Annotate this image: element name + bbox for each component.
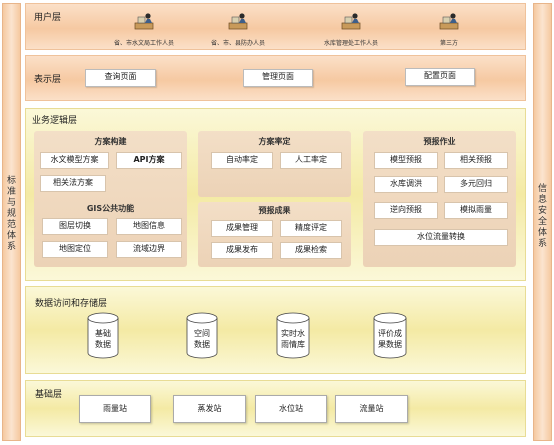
business-layer-title: 业务逻辑层 [32,116,78,126]
database-label-line: 空间 [194,329,210,338]
database-cylinder-icon [276,312,310,359]
rain-station-button[interactable]: 雨量站 [79,395,151,423]
query-page-button[interactable]: 查询页面 [85,69,156,87]
map-locate-button[interactable]: 地图定位 [42,241,108,258]
accuracy-eval-button[interactable]: 精度评定 [280,220,342,237]
base-layer-title: 基础层 [35,390,63,400]
correlation-forecast-button[interactable]: 相关预报 [444,152,508,169]
forecast-result-group: 预报成果 成果管理 精度评定 成果发布 成果检索 [198,202,351,267]
model-forecast-button[interactable]: 模型预报 [374,152,438,169]
database-realtime-rain: 实时水 雨情库 [276,312,310,359]
reservoir-flood-button[interactable]: 水库调洪 [374,176,438,193]
user-reservoir-staff: 水库管理处工作人员 [291,12,411,47]
map-info-button[interactable]: 地图信息 [116,218,182,235]
hydro-model-scheme-button[interactable]: 水文模型方案 [40,152,109,169]
left-sidebar-char: 标 [6,176,16,186]
evaporation-station-button[interactable]: 蒸发站 [173,395,246,423]
data-storage-layer: 数据访问和存储层 基础 数据 空间 数据 实时水 雨情库 [25,286,526,374]
layer-switch-button[interactable]: 图层切换 [42,218,108,235]
manual-rating-button[interactable]: 人工率定 [280,152,342,169]
database-label-line: 数据 [95,340,111,349]
flow-station-button[interactable]: 流量站 [335,395,408,423]
person-at-desk-icon [439,13,459,30]
data-layer-title: 数据访问和存储层 [35,299,108,309]
database-evaluation-results: 评价成 果数据 [373,312,407,359]
left-sidebar-char: 系 [6,242,16,252]
user-layer: 用户层 省、市水文局工作人员 省、市、县防办人员 水库管理处工作人员 [25,3,526,50]
left-sidebar-char: 准 [6,187,16,197]
correlation-scheme-button[interactable]: 相关法方案 [40,175,106,192]
database-spatial-data: 空间 数据 [186,312,218,359]
user-label: 第三方 [439,40,458,47]
config-page-button[interactable]: 配置页面 [405,68,475,86]
right-sidebar-char: 全 [537,217,547,227]
forecast-result-title: 预报成果 [258,206,291,215]
database-label-line: 基础 [95,329,111,338]
database-cylinder-icon [186,312,218,359]
user-layer-title: 用户层 [34,13,62,23]
scheme-rating-group: 方案率定 自动率定 人工率定 [198,131,351,197]
result-search-button[interactable]: 成果检索 [280,242,342,259]
user-label: 省、市水文局工作人员 [113,40,174,47]
user-flood-office: 省、市、县防办人员 [178,12,298,47]
auto-rating-button[interactable]: 自动率定 [211,152,273,169]
result-publish-button[interactable]: 成果发布 [211,242,273,259]
right-sidebar-security: 信 息 安 全 体 系 [533,3,552,441]
left-sidebar-char: 规 [6,209,16,219]
scheme-build-group: 方案构建 水文模型方案 API方案 相关法方案 GIS公共功能 图层切换 地图信… [34,131,187,267]
right-sidebar-char: 信 [537,184,547,194]
multi-regression-button[interactable]: 多元回归 [444,176,508,193]
stage-discharge-button[interactable]: 水位流量转换 [374,229,508,246]
gis-title: GIS公共功能 [86,204,135,213]
water-level-station-button[interactable]: 水位站 [255,395,327,423]
person-at-desk-icon [134,13,154,30]
database-label-line: 实时水 [281,329,305,338]
user-officer-hydrology: 省、市水文局工作人员 [84,12,204,47]
reverse-forecast-button[interactable]: 逆向预报 [374,202,438,219]
scheme-build-title: 方案构建 [94,137,127,146]
right-sidebar-char: 息 [537,195,547,205]
database-label-line: 雨情库 [281,340,305,349]
user-third-party: 第三方 [389,12,509,47]
user-label: 水库管理处工作人员 [323,40,378,47]
right-sidebar-char: 安 [537,206,547,216]
simulated-rain-button[interactable]: 模拟雨量 [444,202,508,219]
database-label-line: 果数据 [378,340,402,349]
left-sidebar-standards: 标 准 与 规 范 体 系 [2,3,21,441]
database-cylinder-icon [373,312,407,359]
api-scheme-button[interactable]: API方案 [116,152,182,169]
right-sidebar-char: 系 [537,239,547,249]
right-sidebar-char: 体 [537,228,547,238]
database-cylinder-icon [87,312,119,359]
left-sidebar-char: 范 [6,220,16,230]
database-label-line: 数据 [194,340,210,349]
manage-page-button[interactable]: 管理页面 [243,69,313,87]
person-at-desk-icon [341,13,361,30]
result-manage-button[interactable]: 成果管理 [211,220,273,237]
left-sidebar-char: 与 [6,198,16,208]
forecast-job-group: 预报作业 模型预报 相关预报 水库调洪 多元回归 逆向预报 模拟雨量 水位流量转… [363,131,516,267]
database-label-line: 评价成 [378,329,402,338]
left-sidebar-char: 体 [6,231,16,241]
base-layer: 基础层 雨量站 蒸发站 水位站 流量站 [25,380,526,437]
basin-boundary-button[interactable]: 流域边界 [116,241,182,258]
database-basic-data: 基础 数据 [87,312,119,359]
presentation-layer: 表示层 查询页面 管理页面 配置页面 [25,55,526,101]
person-at-desk-icon [228,13,248,30]
scheme-rating-title: 方案率定 [258,137,291,146]
presentation-layer-title: 表示层 [34,75,62,85]
forecast-job-title: 预报作业 [423,137,456,146]
user-label: 省、市、县防办人员 [210,40,265,47]
business-logic-layer: 业务逻辑层 方案构建 水文模型方案 API方案 相关法方案 GIS公共功能 图层… [25,108,526,281]
